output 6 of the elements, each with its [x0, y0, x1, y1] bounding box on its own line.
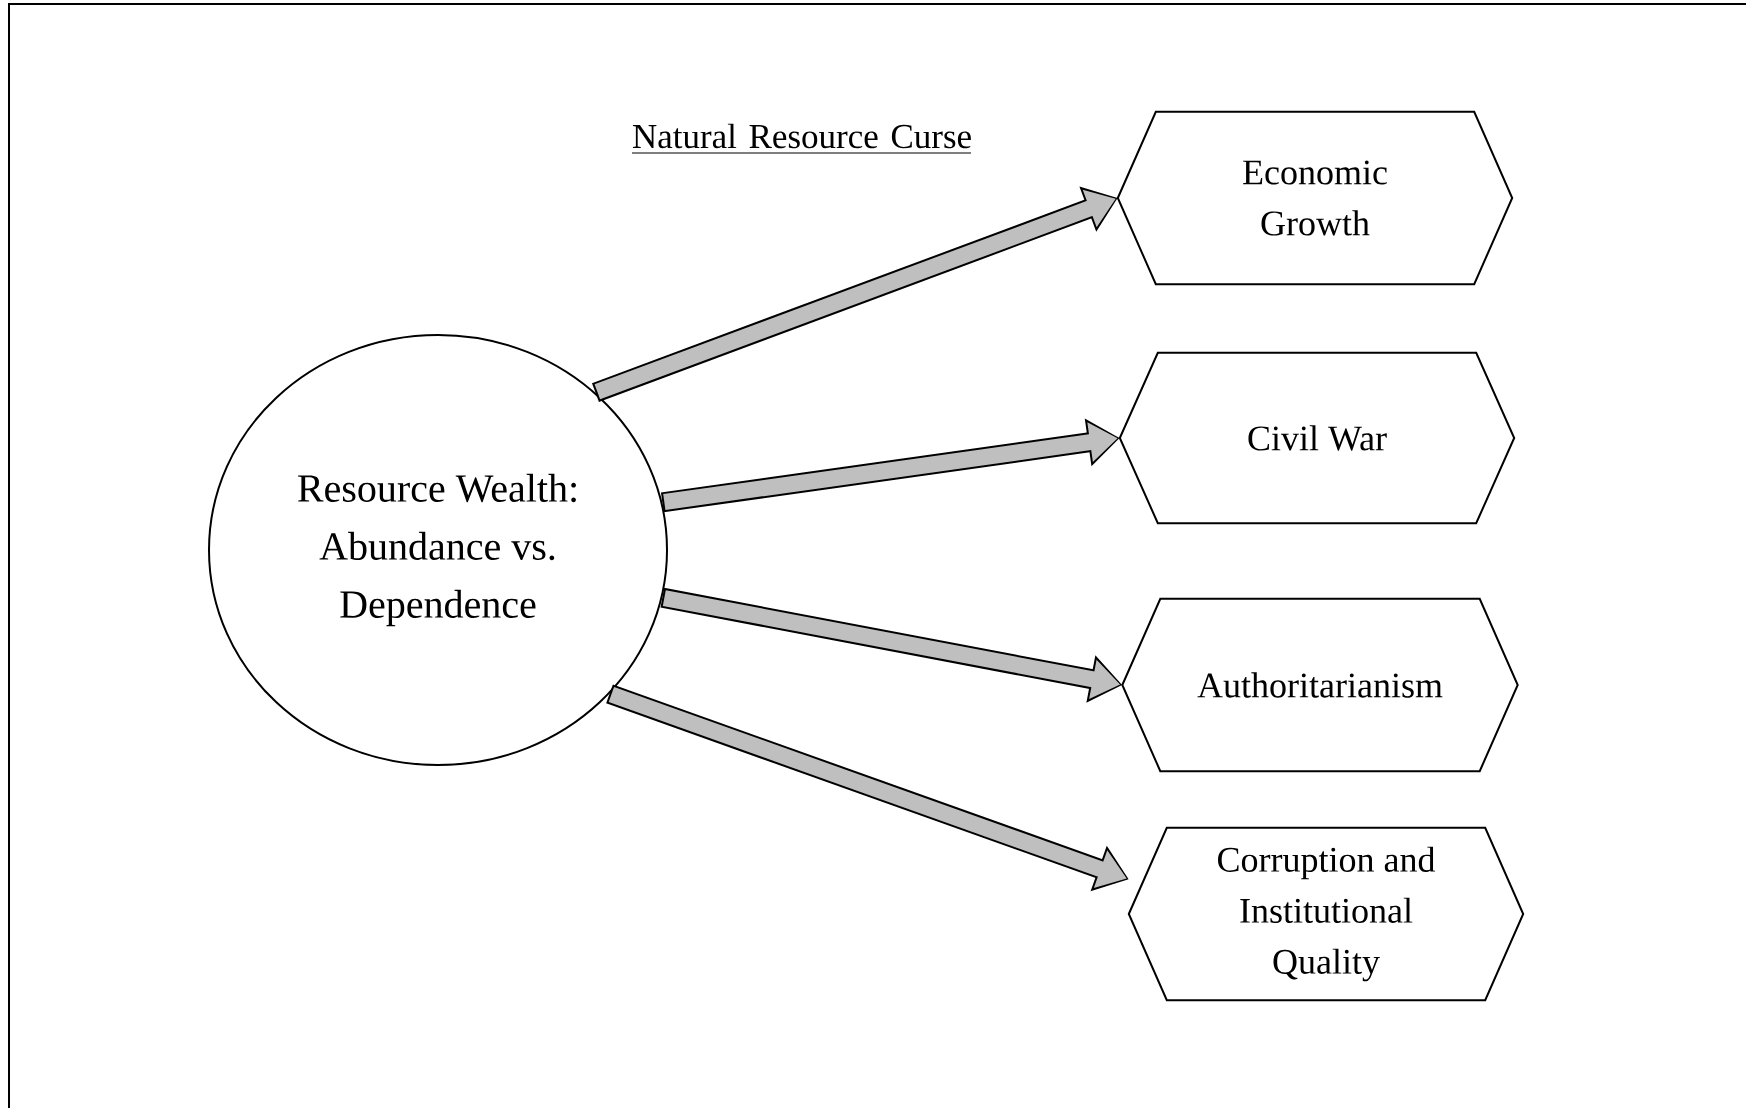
circle-node: Resource Wealth: Abundance vs. Dependence: [208, 334, 668, 766]
hexagon-box: Corruption and Institutional Quality: [1127, 826, 1525, 1002]
hexagon-box: Economic Growth: [1116, 110, 1514, 286]
title: Natural Resource Curse: [631, 123, 972, 154]
hexagon-box: Authoritarianism: [1121, 597, 1519, 773]
hexagon-box: Civil War: [1118, 351, 1516, 525]
